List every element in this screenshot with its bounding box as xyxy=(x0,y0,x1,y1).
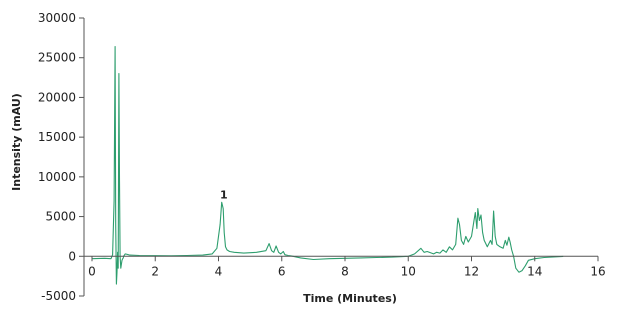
y-axis-title: Intensity (mAU) xyxy=(10,93,23,191)
x-tick-label: 12 xyxy=(464,264,479,278)
y-tick-label: 5000 xyxy=(45,210,76,224)
y-tick-label: 20000 xyxy=(38,90,76,104)
chromatogram-trace xyxy=(91,46,564,285)
x-tick-label: 14 xyxy=(527,264,542,278)
x-tick-label: 2 xyxy=(151,264,159,278)
axis-ticks: -5000 0 5000 10000 15000 20000 25000 30000 0 2 4 6 8… xyxy=(38,11,606,303)
y-tick-label: 25000 xyxy=(38,51,76,65)
x-tick-label: 8 xyxy=(341,264,349,278)
plot-area: 1 xyxy=(91,46,564,285)
y-tick-label: 0 xyxy=(68,249,76,263)
x-tick-label: 6 xyxy=(278,264,286,278)
x-tick-label: 16 xyxy=(590,264,605,278)
x-tick-label: 0 xyxy=(88,264,96,278)
y-tick-label: 30000 xyxy=(38,11,76,25)
y-tick-label: 10000 xyxy=(38,170,76,184)
x-tick-label: 10 xyxy=(401,264,416,278)
x-tick-label: 4 xyxy=(215,264,223,278)
peak-label: 1 xyxy=(220,188,228,201)
x-axis-title: Time (Minutes) xyxy=(303,292,397,305)
y-tick-label: -5000 xyxy=(41,289,76,303)
y-tick-label: 15000 xyxy=(38,130,76,144)
